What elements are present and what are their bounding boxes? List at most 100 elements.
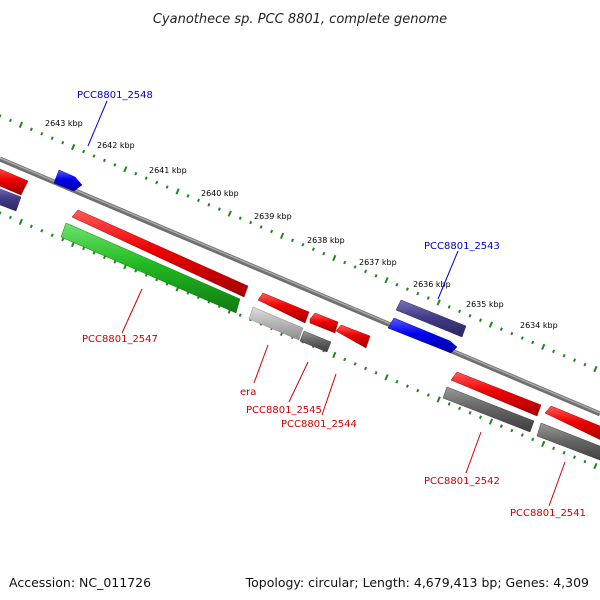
outer-tick-minor <box>217 207 221 211</box>
inner-tick-minor <box>238 313 242 317</box>
gene-feature-red-2545[interactable] <box>309 312 339 334</box>
inner-tick-minor <box>426 393 430 397</box>
kbp-label-2637: 2637 kbp <box>359 258 397 267</box>
kbp-labels: 2643 kbp 2642 kbp 2641 kbp 2640 kbp 2639… <box>45 119 558 330</box>
outer-tick-minor <box>364 269 368 274</box>
outer-tick-major <box>593 365 598 373</box>
gene-label-2545[interactable]: PCC8801_2545 <box>246 405 322 416</box>
outer-tick-minor <box>343 260 347 265</box>
leader-2544 <box>321 373 337 416</box>
leader-2545 <box>288 361 309 403</box>
gene-label-era[interactable]: era <box>240 387 256 398</box>
outer-tick-minor <box>353 265 357 269</box>
leader-2541 <box>548 461 566 507</box>
gene-feature-red-era[interactable] <box>257 292 310 324</box>
gene-label-2547[interactable]: PCC8801_2547 <box>82 334 158 345</box>
outer-tick-minor <box>8 118 12 123</box>
outer-tick-minor <box>92 154 96 158</box>
outer-tick-major <box>175 188 180 195</box>
inner-tick-minor <box>82 246 86 251</box>
inner-tick-minor <box>102 255 106 260</box>
inner-tick-minor <box>405 384 409 388</box>
leader-2543 <box>437 250 459 300</box>
outer-tick-major <box>488 321 494 328</box>
gene-label-2543[interactable]: PCC8801_2543 <box>424 241 500 252</box>
gene-label-2542[interactable]: PCC8801_2542 <box>424 476 500 487</box>
kbp-label-2640: 2640 kbp <box>201 189 239 198</box>
kbp-label-2635: 2635 kbp <box>466 300 504 309</box>
gene-feature-red[interactable] <box>0 167 29 196</box>
gene-feature-red-2544[interactable] <box>335 324 371 349</box>
inner-tick-major <box>332 351 337 359</box>
gene-feature-red-2541[interactable] <box>544 405 600 442</box>
kbp-label-2643: 2643 kbp <box>45 119 83 128</box>
outer-tick-minor <box>416 291 420 296</box>
kbp-label-2636: 2636 kbp <box>413 280 451 289</box>
outer-tick-minor <box>583 362 587 367</box>
inner-tick-minor <box>531 437 535 442</box>
outer-tick-minor <box>395 282 399 287</box>
map-title: Cyanothece sp. PCC 8801, complete genome <box>153 12 447 27</box>
inner-tick-minor <box>552 446 556 451</box>
inner-tick-minor <box>478 415 483 419</box>
outer-tick-minor <box>259 225 263 229</box>
gene-feature-slate-2543[interactable] <box>395 299 467 338</box>
inner-tick-minor <box>572 455 577 459</box>
outer-tick-minor <box>134 171 138 176</box>
outer-tick-minor <box>0 114 2 118</box>
outer-tick-minor <box>290 238 295 243</box>
gene-feature-red-2542[interactable] <box>450 371 542 417</box>
inner-tick-minor <box>562 450 566 455</box>
outer-tick-minor <box>29 127 33 132</box>
outer-tick-minor <box>144 176 148 180</box>
outer-tick-minor <box>61 140 65 145</box>
outer-tick-minor <box>458 309 462 314</box>
gene-feature-blue-2543[interactable] <box>387 317 458 354</box>
gene-label-2541[interactable]: PCC8801_2541 <box>510 508 586 519</box>
inner-tick-minor <box>447 402 451 406</box>
outer-tick-minor <box>40 131 44 136</box>
gene-feature-slate[interactable] <box>0 187 22 212</box>
gene-label-2548[interactable]: PCC8801_2548 <box>77 90 153 101</box>
gene-feature-gray-2541[interactable] <box>536 422 600 462</box>
inner-tick-major <box>436 396 441 403</box>
gene-feature-blue-2548[interactable] <box>53 169 83 192</box>
gene-feature-lightgray-era[interactable] <box>248 306 304 341</box>
inner-tick-major <box>488 418 494 425</box>
outer-tick-minor <box>478 318 483 322</box>
outer-tick-minor <box>249 220 253 225</box>
gene-feature-red-2547[interactable] <box>71 209 249 298</box>
outer-tick-minor <box>531 340 535 345</box>
inner-tick-minor <box>395 379 399 384</box>
leader-2547 <box>121 288 143 334</box>
outer-tick-minor <box>311 247 315 251</box>
inner-tick-minor <box>468 411 472 415</box>
outer-tick-major <box>18 121 24 128</box>
outer-tick-minor <box>322 251 326 256</box>
inner-tick-minor <box>374 371 378 375</box>
inner-tick-major <box>541 440 546 447</box>
outer-tick-minor <box>113 163 117 167</box>
label-leaders <box>87 100 566 507</box>
gene-label-2544[interactable]: PCC8801_2544 <box>281 419 357 430</box>
inner-tick-minor <box>416 388 420 393</box>
outer-tick-minor <box>562 353 566 358</box>
gene-feature-gray-2545[interactable] <box>299 330 332 353</box>
gene-feature-gray-2542[interactable] <box>442 386 535 433</box>
outer-tick-minor <box>426 296 430 300</box>
kbp-label-2641: 2641 kbp <box>149 166 187 175</box>
outer-tick-minor <box>50 136 54 140</box>
inner-tick-minor <box>92 251 96 255</box>
outer-tick-minor <box>499 327 503 331</box>
outer-tick-minor <box>374 274 378 278</box>
gene-feature-green-2547[interactable] <box>60 222 241 314</box>
inner-tick-minor <box>458 406 462 411</box>
inner-tick-minor <box>8 215 12 220</box>
genome-backbone-highlight <box>0 157 600 414</box>
inner-tick-minor <box>583 459 587 464</box>
outer-tick-minor <box>196 198 201 203</box>
outer-tick-minor <box>447 305 451 309</box>
inner-tick-major <box>384 374 389 381</box>
outer-tick-minor <box>510 331 514 336</box>
genome-backbone <box>0 156 600 417</box>
